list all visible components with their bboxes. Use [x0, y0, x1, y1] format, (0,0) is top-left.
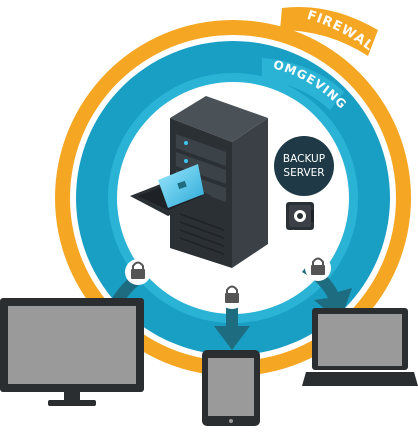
backup-label-line1: BACKUP: [283, 153, 325, 165]
tablet-icon: [202, 350, 260, 426]
padlock-icon-left: [125, 259, 151, 285]
padlock-icon-right: [305, 255, 331, 281]
desktop-monitor-icon: [0, 298, 144, 406]
firewall-label-tab: [280, 6, 378, 56]
arrow-to-tablet: [214, 296, 250, 350]
padlock-icon-center: [219, 283, 245, 309]
backup-server-badge: BACKUP SERVER: [274, 136, 334, 196]
safe-vault-icon: [278, 202, 314, 239]
laptop-icon: [302, 308, 418, 386]
environment-label-tab: [262, 58, 344, 110]
backup-label-line2: SERVER: [283, 167, 324, 179]
server-rack-icon: [130, 96, 268, 268]
